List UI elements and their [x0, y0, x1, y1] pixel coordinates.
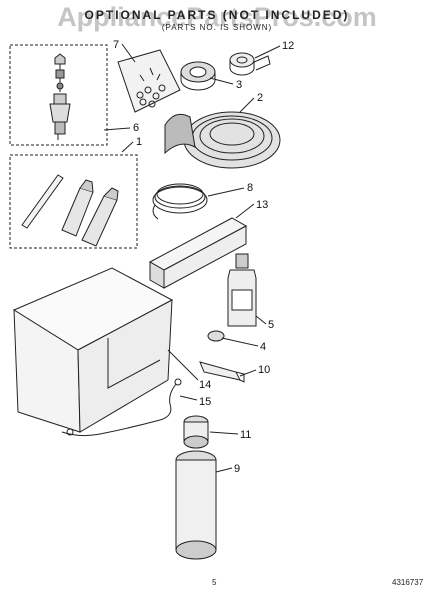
part-2-insulation-coil — [164, 111, 281, 169]
diagram-subtitle: (PARTS NO. IS SHOWN) — [161, 23, 273, 32]
callout-7: 7 — [113, 39, 119, 51]
page-number: 5 — [212, 578, 217, 587]
watermark: AppliancePartsPros.com — [57, 2, 377, 32]
part-1-sealant-tubes — [21, 174, 119, 247]
callout-11: 11 — [240, 429, 251, 441]
part-4-small-cap — [207, 330, 225, 342]
callout-3: 3 — [236, 79, 242, 91]
part-6-dashed-box — [9, 44, 108, 146]
callout-5: 5 — [268, 319, 274, 331]
leader-lines — [103, 43, 281, 473]
part-11-filter-cap — [183, 415, 209, 449]
part-8-drain-hose-coil — [152, 183, 208, 220]
callout-13: 13 — [256, 199, 268, 211]
part-12-foam-tape — [229, 52, 271, 76]
part-13-foam-block — [148, 217, 248, 289]
part-3-tape-roll — [180, 61, 216, 91]
callout-9: 9 — [234, 463, 240, 475]
callout-1: 1 — [136, 136, 142, 148]
callout-12: 12 — [282, 40, 294, 52]
part-15-wire-harness — [61, 378, 182, 437]
callout-10: 10 — [258, 364, 270, 376]
part-9-filter-cylinder — [175, 450, 217, 560]
callout-8: 8 — [247, 182, 253, 194]
callout-4: 4 — [260, 341, 266, 353]
part-6-valve-assembly — [49, 53, 71, 140]
document-number: 4316737 — [392, 578, 424, 587]
diagram-title: OPTIONAL PARTS (NOT INCLUDED) — [84, 8, 350, 22]
part-5-cleaner-bottle — [227, 253, 257, 327]
callout-6: 6 — [133, 122, 139, 134]
callout-2: 2 — [257, 92, 263, 104]
callout-15: 15 — [199, 396, 211, 408]
part-7-hardware-bag — [117, 49, 181, 113]
callout-14: 14 — [199, 379, 211, 391]
part-10-lubricant-tube — [199, 361, 245, 383]
part-14-unit-cover — [12, 267, 174, 433]
